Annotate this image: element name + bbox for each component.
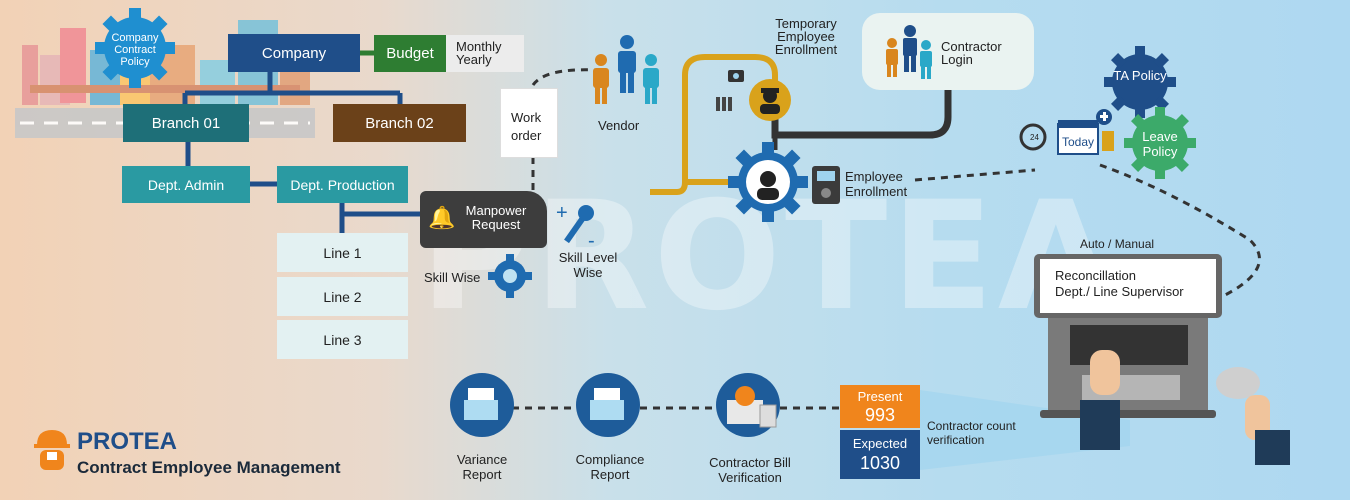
reconciliation-line2: Dept./ Line Supervisor (1055, 284, 1184, 299)
vendor-label: Vendor (598, 118, 640, 133)
present-count-box: Present 993 (840, 385, 920, 428)
today-label: Today (1061, 135, 1095, 149)
ta-policy-label: TA Policy (1113, 68, 1167, 83)
company-box[interactable]: Company (228, 34, 360, 72)
dept-admin-box[interactable]: Dept. Admin (122, 166, 250, 203)
ta-policy-gear (1104, 46, 1176, 118)
manpower-request-label: Manpower Request (465, 203, 527, 232)
budget-period-label: Monthly Yearly (446, 35, 524, 72)
temporary-enrollment-label: Temporary Employee Enrollment (774, 16, 838, 57)
wrench-icon: + - (556, 202, 595, 252)
contractor-login-label: Contractor Login (941, 39, 1002, 67)
variance-report-icon (450, 373, 514, 437)
present-value: 993 (864, 405, 896, 425)
variance-report-label: Variance Report (456, 452, 508, 482)
svg-text:-: - (588, 230, 595, 252)
fingerprint-icon (716, 97, 732, 111)
expected-label: Expected (852, 436, 908, 451)
manpower-request-box[interactable]: 🔔 Manpower Request (420, 191, 547, 248)
budget-period-text: Monthly Yearly (456, 39, 502, 67)
line-3-box[interactable]: Line 3 (277, 320, 408, 359)
skill-level-wise-label: Skill Level Wise (558, 250, 618, 280)
budget-box[interactable]: Budget (374, 35, 446, 72)
biometric-device-icon (812, 166, 840, 204)
calendar-icon (1057, 109, 1114, 155)
clock-24-icon (1019, 123, 1047, 151)
policy-gear-label: Company Contract Policy (111, 32, 159, 68)
reconciliation-line1: Reconcillation (1055, 268, 1136, 283)
line-2-box[interactable]: Line 2 (277, 277, 408, 316)
employee-enrollment-label: Employee Enrollment (845, 169, 908, 199)
bill-verification-label: Contractor Bill Verification (709, 455, 791, 485)
brand-name: PROTEA (77, 428, 178, 455)
brand-tagline: Contract Employee Management (77, 458, 341, 477)
work-order-label: Work order (511, 110, 542, 143)
dept-production-box[interactable]: Dept. Production (277, 166, 408, 203)
bill-verification-icon (716, 373, 780, 437)
compliance-report-icon (576, 373, 640, 437)
leave-policy-gear (1124, 107, 1196, 179)
bell-icon: 🔔 (428, 205, 456, 230)
expected-count-box: Expected 1030 (840, 430, 920, 479)
branch-02-box[interactable]: Branch 02 (333, 104, 466, 142)
compliance-report-label: Compliance Report (575, 452, 645, 482)
clock-24-label: 24 (1030, 133, 1039, 142)
present-label: Present (857, 389, 903, 404)
svg-text:+: + (556, 202, 568, 224)
contractor-login-panel[interactable]: Contractor Login (862, 13, 1034, 90)
line-1-box[interactable]: Line 1 (277, 233, 408, 272)
work-order-document[interactable]: Work order (500, 88, 558, 158)
count-caption: Contractor count verification (927, 419, 1016, 447)
leave-policy-label: Leave Policy (1142, 129, 1178, 159)
branch-01-box[interactable]: Branch 01 (123, 104, 249, 142)
skill-wise-label: Skill Wise (424, 270, 481, 285)
auto-manual-label: Auto / Manual (1080, 237, 1155, 251)
contractor-people-icon (886, 25, 932, 79)
hand-illustration (1080, 350, 1290, 465)
expected-value: 1030 (859, 453, 901, 473)
